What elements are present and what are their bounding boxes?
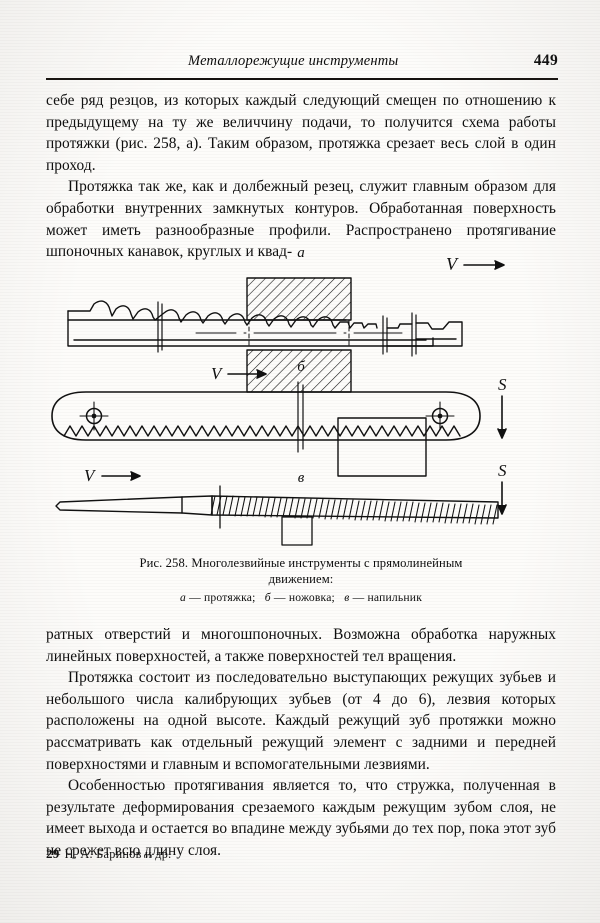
- body-text-top: себе ряд резцов, из которых каждый следу…: [46, 90, 556, 263]
- detail-box: [337, 417, 427, 477]
- caption-legend-item: б — ножовка;: [265, 591, 335, 604]
- caption-legend-letter: в: [344, 591, 350, 604]
- paragraph: Протяжка состоит из последовательно выст…: [46, 669, 556, 773]
- caption-legend-item: в — напильник: [344, 591, 422, 604]
- figure-part-b-hacksaw: б: [51, 359, 507, 477]
- caption-legend: а — протяжка; б — ножовка; в — напильник: [46, 590, 556, 606]
- body-text-bottom: ратных отверстий и многошпоночных. Возмо…: [46, 624, 556, 862]
- caption-legend-dash: —: [270, 591, 289, 604]
- figure-b-feed-label: S: [498, 375, 507, 394]
- caption-legend-letter: б: [264, 591, 271, 604]
- figure-v-feed-label: S: [498, 461, 507, 480]
- caption-legend-name: протяжка;: [203, 591, 256, 604]
- signature-text: Н. А. Баринов и др.: [64, 847, 172, 861]
- figure-part-v-file: в: [55, 461, 507, 546]
- caption-legend-name: напильник: [367, 591, 423, 604]
- file-section-box: [281, 516, 313, 546]
- paragraph: Особенностью протягивания является то, ч…: [46, 777, 556, 859]
- signature-number: 29: [46, 846, 60, 861]
- figure-label-b: б: [297, 359, 305, 375]
- caption-legend-dash: —: [349, 591, 368, 604]
- figure-v-speed-label: V: [84, 466, 97, 485]
- workpiece-upper: [246, 277, 352, 321]
- caption-legend-name: ножовка;: [288, 591, 335, 604]
- paragraph: Протяжка так же, как и долбежный резец, …: [46, 178, 556, 261]
- running-head: Металлорежущие инструменты 449: [46, 52, 558, 74]
- signature-line: 29 Н. А. Баринов и др.: [46, 846, 171, 862]
- caption-legend-letter: а: [179, 591, 186, 604]
- paragraph: ратных отверстий и многошпоночных. Возмо…: [46, 626, 556, 665]
- figure-caption: Рис. 258. Многолезвийные инструменты с п…: [46, 556, 556, 606]
- workpiece-lower: [246, 349, 352, 393]
- figure-b-speed-label: V: [211, 364, 224, 383]
- figure-part-a-broach: а: [67, 245, 505, 393]
- figure-a-speed-label: V: [446, 254, 459, 274]
- caption-line-1: Рис. 258. Многолезвийные инструменты с п…: [139, 556, 463, 570]
- figure-label-v: в: [298, 470, 305, 486]
- figure-258-drawing: а: [51, 245, 507, 546]
- caption-line-2: движением:: [268, 571, 334, 586]
- running-head-title: Металлорежущие инструменты: [188, 53, 399, 69]
- caption-legend-item: а — протяжка;: [180, 591, 256, 604]
- figure-label-a: а: [297, 245, 305, 261]
- caption-legend-dash: —: [185, 591, 204, 604]
- header-rule: [46, 78, 558, 80]
- figure-258: а: [46, 240, 556, 606]
- paragraph: себе ряд резцов, из которых каждый следу…: [46, 92, 556, 174]
- page-number: 449: [533, 52, 558, 69]
